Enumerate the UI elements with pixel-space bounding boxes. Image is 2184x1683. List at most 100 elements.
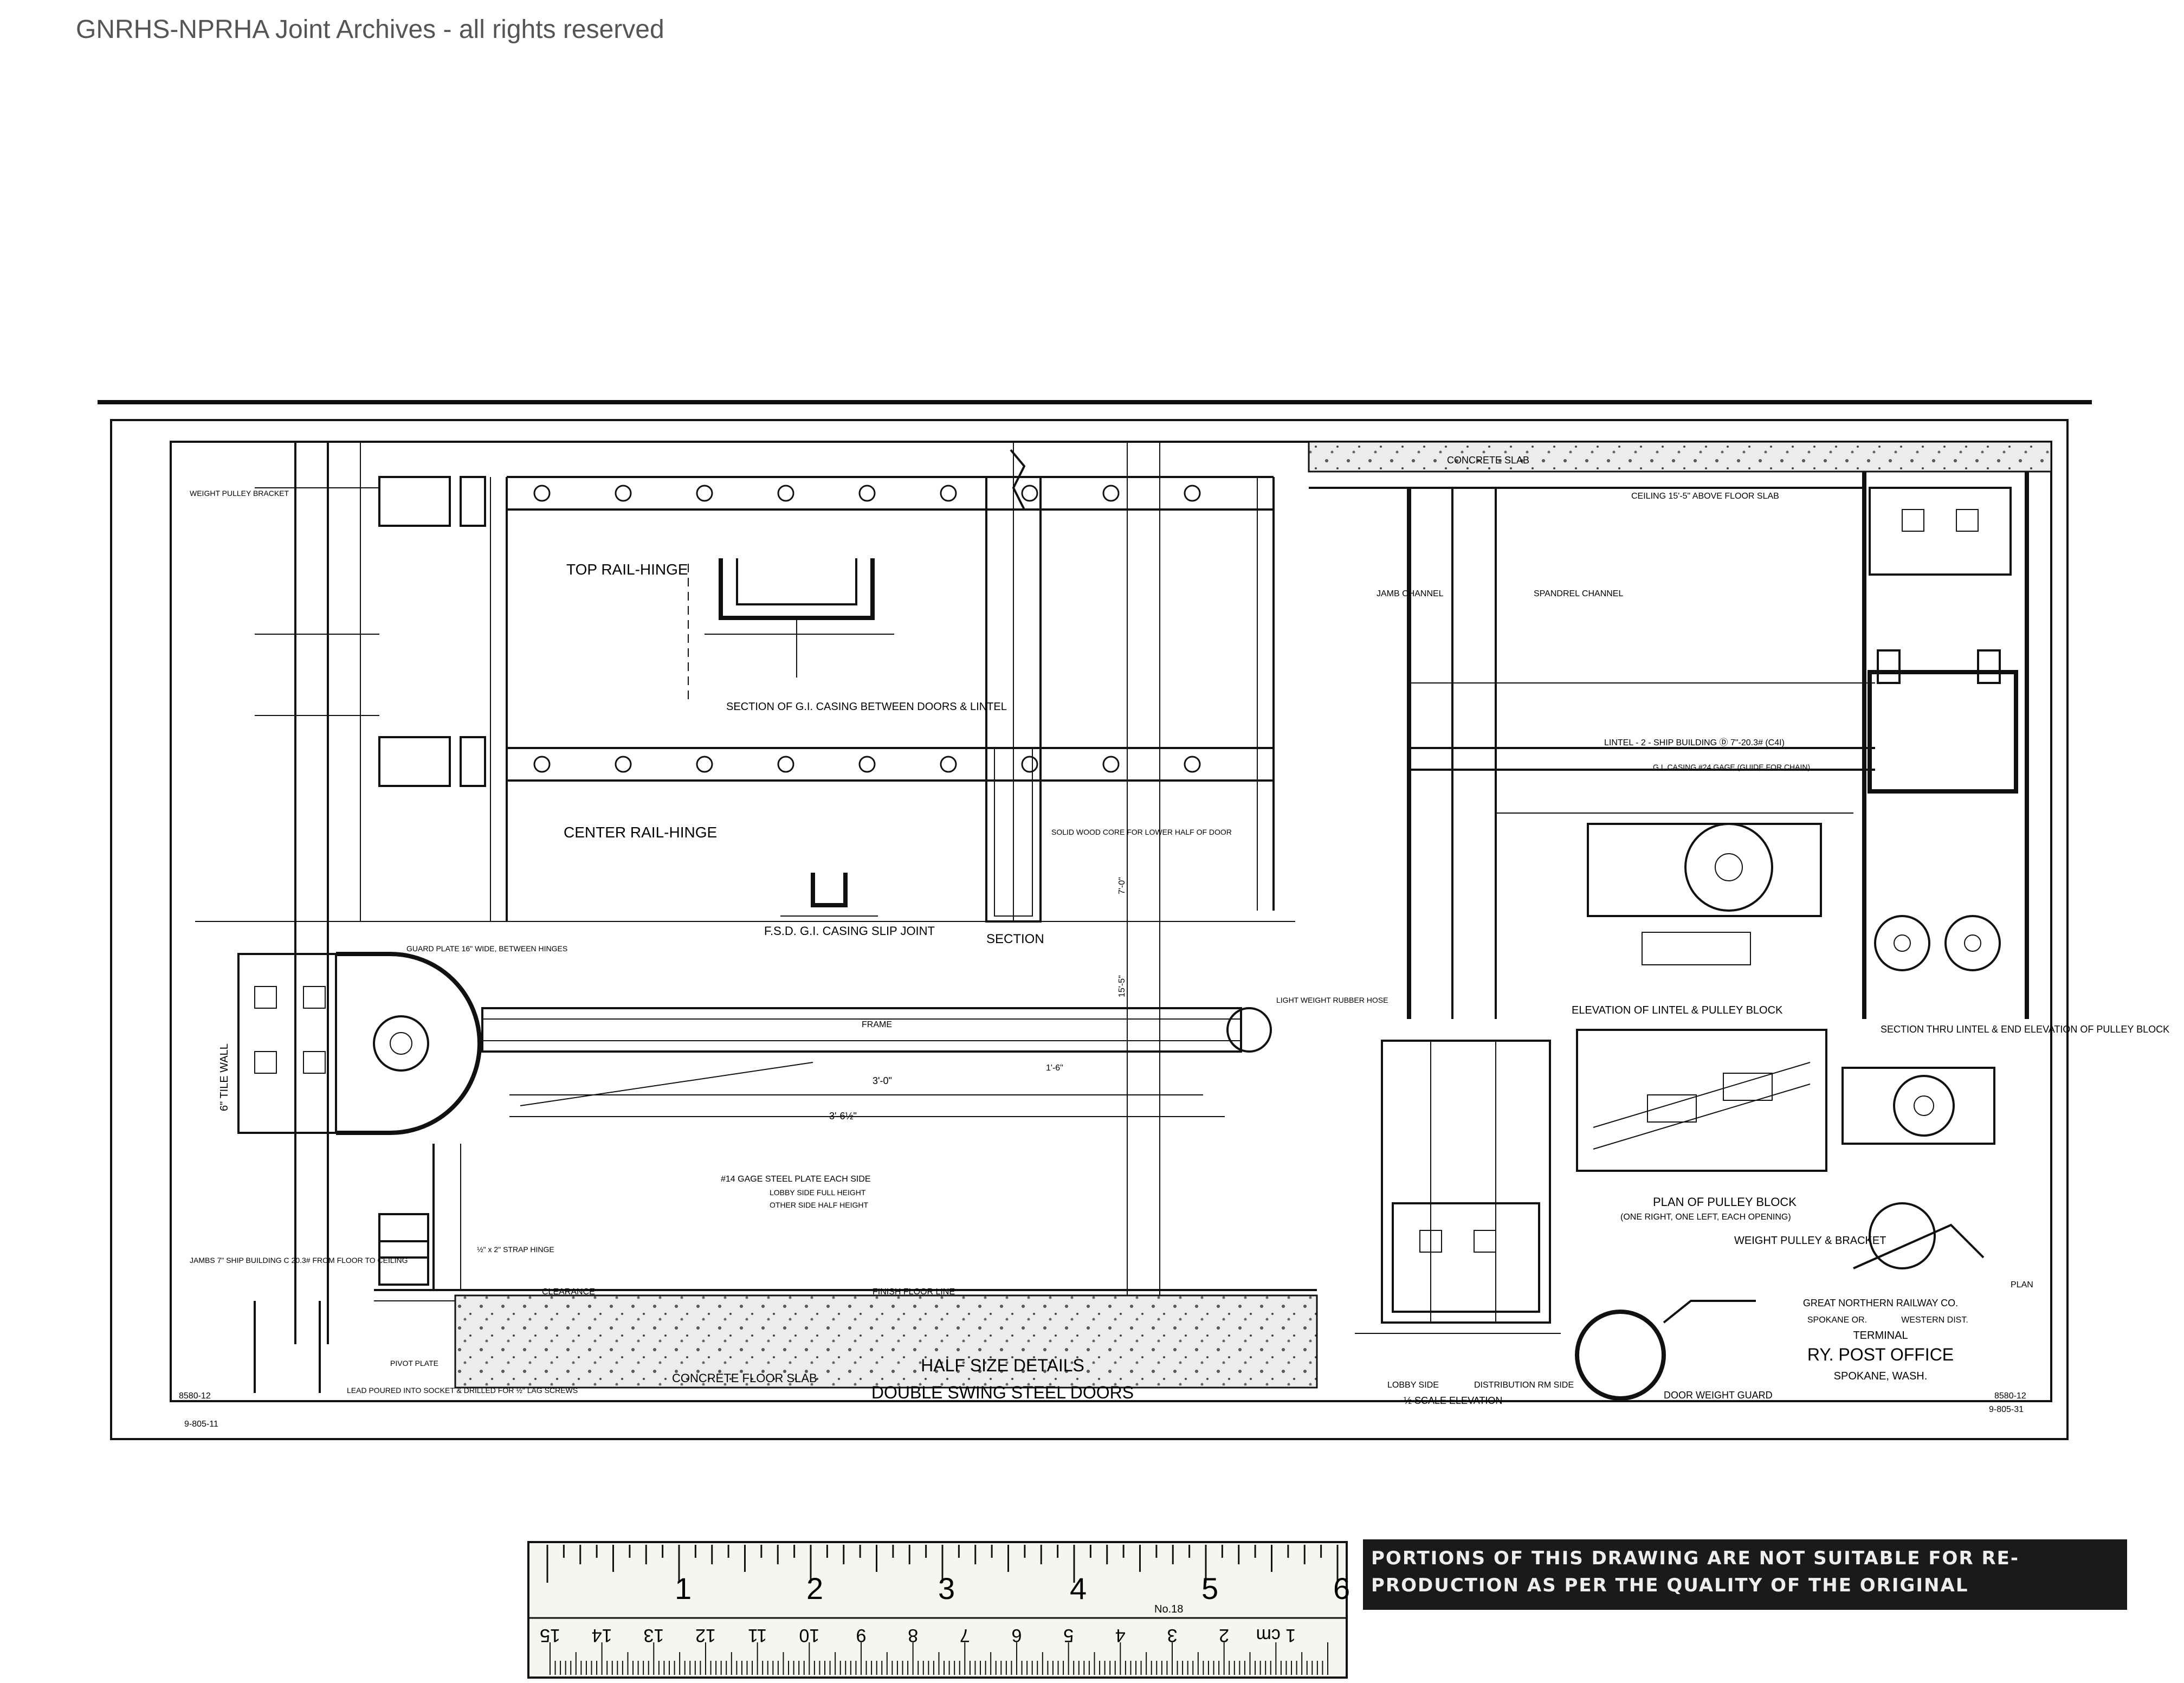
ruler-cm-label: 6: [1012, 1625, 1022, 1646]
label-plan-pulley-sub: (ONE RIGHT, ONE LEFT, EACH OPENING): [1620, 1213, 1791, 1222]
ruler-inch-label: 6: [1333, 1571, 1350, 1605]
label-plan: PLAN: [2011, 1280, 2033, 1289]
title-block: HALF SIZE DETAILS DOUBLE SWING STEEL DOO…: [179, 1298, 2026, 1429]
ruler-cm-label: 10: [799, 1625, 819, 1646]
label-section-thru-lintel: SECTION THRU LINTEL & END ELEVATION OF P…: [1881, 1024, 2169, 1035]
note-plate-14: #14 GAGE STEEL PLATE EACH SIDE: [721, 1175, 871, 1184]
ruler-cm-label: 2: [1219, 1625, 1229, 1646]
title-project: RY. POST OFFICE: [1807, 1345, 1954, 1364]
left-drawing-no: 8580-12: [179, 1391, 211, 1401]
ruler-inch-label: 2: [806, 1571, 823, 1605]
rail-bolt-icon: [1184, 756, 1201, 773]
left-file-no: 9-805-11: [184, 1420, 218, 1429]
rail-bolt-icon: [696, 485, 713, 502]
note-lead-poured: LEAD POURED INTO SOCKET & DRILLED FOR ½"…: [347, 1386, 578, 1395]
rail-bolt-icon: [940, 756, 957, 773]
ruler-body: [527, 1541, 1348, 1679]
note-weight-pulley-bracket: WEIGHT PULLEY BRACKET: [190, 489, 289, 498]
rail-bolt-icon: [1021, 756, 1038, 773]
label-tile-wall: 6" TILE WALL: [218, 1043, 230, 1111]
half-scale-elevation: [1355, 1040, 1561, 1334]
note-guard-plate: GUARD PLATE 16" WIDE, BETWEEN HINGES: [406, 944, 567, 953]
title-office: SPOKANE OR.: [1807, 1316, 1867, 1325]
ruler-inch-label: 5: [1201, 1571, 1218, 1605]
rail-bolt-icon: [1184, 485, 1201, 502]
rail-bolt-icon: [533, 756, 551, 773]
label-top-rail-hinge: TOP RAIL-HINGE: [566, 561, 688, 578]
gi-casing-section: [705, 558, 894, 678]
banner-text: PORTIONS OF THIS DRAWING ARE NOT SUITABL…: [1371, 1547, 2019, 1596]
rail-bolt-icon: [940, 485, 957, 502]
title-drawing-no: 8580-12: [1994, 1391, 2026, 1401]
title-half-size: HALF SIZE DETAILS: [921, 1356, 1084, 1375]
rail-bolt-icon: [858, 485, 876, 502]
dim-3-6: 3'-6½": [829, 1111, 857, 1121]
ruler-cm-label: 11: [748, 1625, 767, 1646]
ruler-inch-label: 3: [938, 1571, 955, 1605]
note-other-half: OTHER SIDE HALF HEIGHT: [770, 1201, 868, 1209]
rail-bolt-icon: [1102, 756, 1120, 773]
plan-of-pulley-block: [1576, 1029, 1827, 1172]
label-gi-casing-section: SECTION OF G.I. CASING BETWEEN DOORS & L…: [726, 701, 1007, 713]
label-frame: FRAME: [862, 1020, 892, 1029]
label-gi-casing: G.I. CASING #24 GAGE (GUIDE FOR CHAIN): [1653, 763, 1810, 771]
rail-bolt-icon: [615, 485, 632, 502]
ruler-cm-label: 13: [643, 1625, 664, 1646]
note-solid-wood: SOLID WOOD CORE FOR LOWER HALF OF DOOR: [1051, 828, 1232, 836]
ruler-cm-label: 14: [592, 1625, 612, 1646]
ruler-cm-label: 9: [856, 1625, 867, 1646]
label-door-weight-guard: DOOR WEIGHT GUARD: [1664, 1390, 1773, 1401]
title-district: WESTERN DIST.: [1901, 1316, 1968, 1325]
ruler-cm-label: 7: [960, 1625, 970, 1646]
rail-bolt-icon: [696, 756, 713, 773]
reproduction-banner: PORTIONS OF THIS DRAWING ARE NOT SUITABL…: [1363, 1539, 2127, 1610]
door-plan-view: [195, 921, 1295, 1135]
label-section: SECTION: [986, 932, 1044, 946]
ruler-maker: No.18: [1154, 1603, 1183, 1615]
title-location: SPOKANE, WASH.: [1834, 1370, 1928, 1382]
lintel-elevation: [1308, 441, 2052, 1019]
title-terminal: TERMINAL: [1853, 1330, 1908, 1342]
dim-15-5: 15'-5": [1117, 975, 1127, 997]
label-lobby-side: LOBBY SIDE: [1387, 1381, 1439, 1390]
note-light-weight: LIGHT WEIGHT RUBBER HOSE: [1276, 996, 1388, 1004]
rail-bolt-icon: [1102, 485, 1120, 502]
ruler-cm-label: 5: [1063, 1625, 1074, 1646]
weight-pulley-bracket: [1575, 1067, 1995, 1401]
ruler-cm-label: 3: [1167, 1625, 1178, 1646]
sheet-border: [98, 400, 2092, 1440]
rail-bolt-icon: [777, 485, 794, 502]
label-weight-pulley: WEIGHT PULLEY & BRACKET: [1734, 1235, 1886, 1247]
door-elevation: [255, 442, 1275, 1344]
title-double-swing: DOUBLE SWING STEEL DOORS: [871, 1383, 1134, 1402]
label-distribution-side: DISTRIBUTION RM SIDE: [1474, 1381, 1574, 1390]
dimension-labels: 3'-0" 3'-6½" 1'-6" 7'-0" 15'-5": [829, 877, 1127, 1121]
ruler-cm-label: 12: [695, 1625, 716, 1646]
label-finish-floor: FINISH FLOOR LINE: [873, 1287, 955, 1297]
rail-bolt-icon: [533, 485, 551, 502]
dim-1-6: 1'-6": [1046, 1063, 1063, 1073]
label-slip-joint: F.S.D. G.I. CASING SLIP JOINT: [764, 924, 935, 938]
door-lower-elevation: [254, 1144, 1318, 1393]
rail-bolt-icon: [615, 756, 632, 773]
note-jambs: JAMBS 7" SHIP BUILDING C 20.3# FROM FLOO…: [190, 1256, 408, 1265]
label-jamb-channel: JAMB CHANNEL: [1377, 589, 1444, 598]
note-lobby-full: LOBBY SIDE FULL HEIGHT: [770, 1188, 866, 1197]
ruler-inch-label: 4: [1070, 1571, 1087, 1605]
section-thru-lintel: [1862, 472, 2029, 1019]
title-file-no: 9-805-31: [1989, 1405, 2024, 1414]
door-section-strip: [985, 442, 1042, 923]
rail-bolt-icon: [858, 756, 876, 773]
label-clearance: CLEARANCE: [542, 1287, 595, 1297]
ruler-cm-label: 4: [1115, 1625, 1126, 1646]
label-half-scale: ½ SCALE ELEVATION: [1404, 1395, 1502, 1406]
label-lintel: LINTEL - 2 - SHIP BUILDING Ⓓ 7"-20.3# (C…: [1604, 738, 1785, 747]
label-ceiling: CEILING 15'-5" ABOVE FLOOR SLAB: [1631, 492, 1779, 501]
dim-3-0: 3'-0": [873, 1075, 892, 1086]
ruler-cm-label: 15: [540, 1625, 560, 1646]
label-plan-pulley: PLAN OF PULLEY BLOCK: [1653, 1195, 1797, 1209]
label-concrete-slab: CONCRETE SLAB: [1447, 455, 1529, 466]
